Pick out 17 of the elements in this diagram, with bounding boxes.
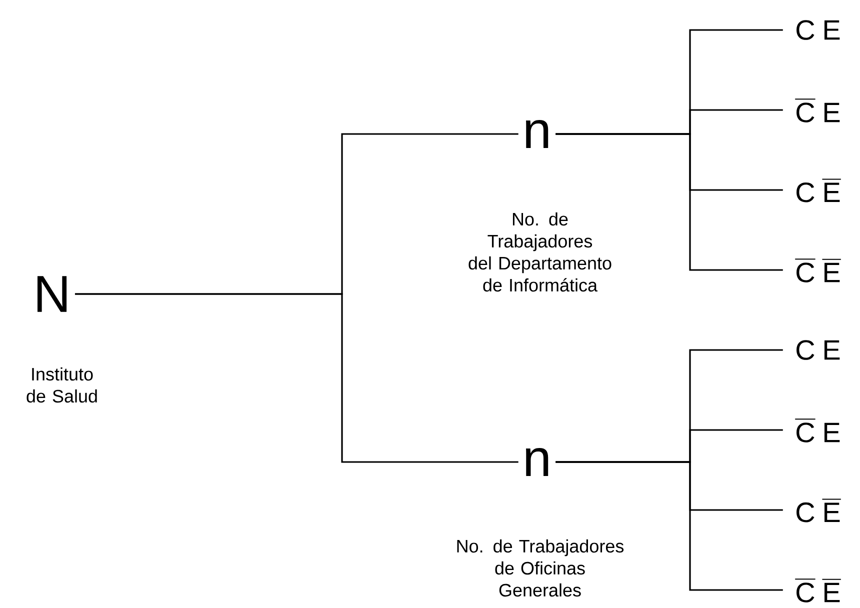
caption-text: No. de Trabajadores del Departamento de Informática	[468, 212, 612, 292]
caption-text: No. de Trabajadores de Oficinas Generales	[457, 539, 624, 597]
outcome-label: $\overline{\text{C}}\;\overline{\text{E}}$	[795, 259, 841, 282]
tree-branch	[556, 461, 783, 591]
outcome-label: $\text{C}\;\overline{\text{E}}$	[796, 179, 841, 202]
outcome-label: $\text{C}\;\text{E}$	[796, 340, 840, 360]
outcome-label: $\overline{\text{C}}\;\text{E}$	[795, 419, 840, 442]
outcome-label: $\text{C}\;\text{E}$	[796, 20, 840, 40]
caption-text: Instituto de Salud	[26, 367, 97, 403]
symbol-label: n	[526, 120, 548, 148]
outcome-label: $\text{C}\;\overline{\text{E}}$	[796, 499, 841, 522]
symbol-label: N	[38, 276, 67, 312]
outcome-label: $\overline{\text{C}}\;\overline{\text{E}}$	[795, 579, 841, 602]
outcome-label: $\overline{\text{C}}\;\text{E}$	[795, 99, 840, 122]
tree-branch	[74, 293, 518, 463]
symbol-label: n	[526, 448, 548, 476]
tree-branch	[556, 133, 783, 271]
